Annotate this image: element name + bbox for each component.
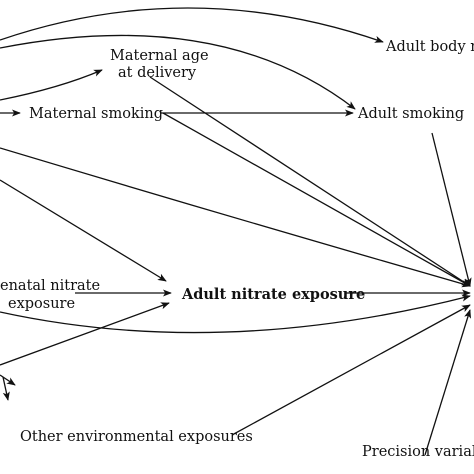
node-adult-nitrate-exposure: Adult nitrate exposure: [181, 286, 365, 303]
edge-left-to-outcome-upper: [0, 147, 471, 288]
node-prenatal-nitrate-line-1: enatal nitrate: [0, 278, 100, 294]
edges: [0, 7, 472, 456]
edge-precision-variables-to-outcome: [424, 309, 472, 456]
node-adult-smoking: Adult smoking: [357, 106, 464, 122]
edge-left-to-adult-nitrate-diag: [0, 179, 167, 282]
edge-adult-smoking-to-outcome: [431, 132, 472, 287]
node-maternal-smoking: Maternal smoking: [29, 106, 163, 122]
edge-maternal-smoking-to-outcome: [162, 112, 471, 287]
edge-left-to-other-environmental: [0, 374, 16, 386]
edge-left-to-adult-body-mass: [0, 7, 384, 43]
node-adult-body-mass: Adult body m: [385, 39, 474, 55]
edge-left-stub: [2, 376, 10, 401]
edge-maternal-age-to-outcome: [149, 76, 471, 287]
node-precision-variables: Precision variabl: [362, 444, 474, 460]
node-maternal-age-line-2: at delivery: [118, 65, 197, 81]
edge-left-to-maternal-age: [0, 69, 103, 101]
edge-left-to-adult-smoking: [0, 34, 356, 110]
edge-left-to-outcome-curve: [0, 294, 471, 334]
edge-left-to-adult-nitrate-up: [0, 302, 170, 366]
node-prenatal-nitrate-line-2: exposure: [8, 296, 75, 312]
edge-other-environmental-to-outcome: [231, 304, 471, 436]
nodes: Maternal age at delivery Maternal smokin…: [0, 39, 474, 460]
node-other-environmental-exposures: Other environmental exposures: [20, 429, 253, 445]
node-maternal-age-line-1: Maternal age: [110, 48, 209, 64]
